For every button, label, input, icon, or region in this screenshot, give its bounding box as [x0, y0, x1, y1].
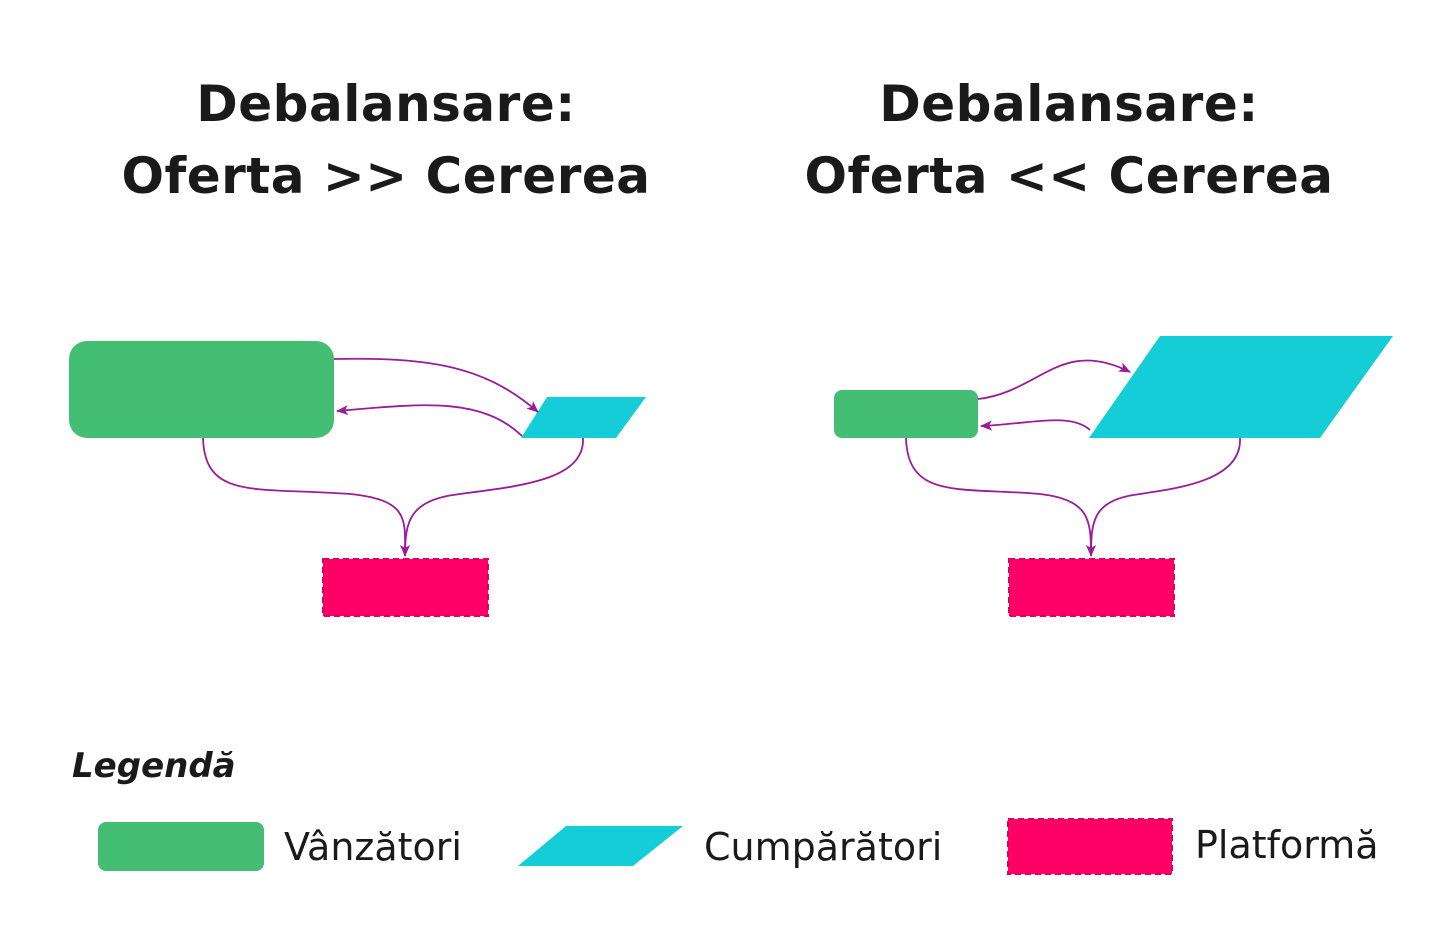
arrow-buyers-to-sellers-right	[980, 419, 1091, 431]
platform-box-left	[322, 558, 489, 617]
sellers-box-large	[69, 341, 334, 438]
panel-left-title-line1: Debalansare:	[196, 75, 576, 133]
sellers-box-small	[834, 390, 978, 438]
arrow-sellers-to-platform-left	[202, 437, 411, 557]
panel-right-diagram	[834, 336, 1393, 617]
legend-swatch-sellers	[98, 822, 264, 871]
legend-swatch-platform	[1007, 818, 1173, 875]
arrow-sellers-to-buyers-left	[333, 357, 539, 413]
panel-left-diagram	[69, 341, 646, 617]
arrow-buyers-to-platform-right	[1090, 437, 1241, 557]
panel-right-title: Debalansare: Oferta << Cererea	[789, 68, 1349, 212]
panel-left-title: Debalansare: Oferta >> Cererea	[106, 68, 666, 212]
panel-right-title-line1: Debalansare:	[879, 75, 1259, 133]
arrow-sellers-to-buyers-right	[977, 359, 1131, 400]
legend-label-sellers: Vânzători	[284, 825, 462, 869]
panel-right-title-line2: Oferta << Cererea	[804, 147, 1334, 205]
buyers-parallelogram-small	[521, 397, 646, 438]
legend-label-buyers: Cumpărători	[704, 825, 943, 869]
legend-swatch-buyers	[518, 826, 683, 866]
legend-swatches	[98, 818, 1173, 875]
legend-label-platform: Platformă	[1195, 823, 1379, 867]
arrow-sellers-to-platform-right	[905, 437, 1096, 557]
platform-box-right	[1008, 558, 1175, 617]
buyers-parallelogram-large	[1089, 336, 1393, 438]
legend-title: Legendă	[72, 746, 236, 786]
arrow-buyers-to-platform-left	[404, 437, 584, 557]
arrow-buyers-to-sellers-left	[336, 404, 523, 437]
panel-left-title-line2: Oferta >> Cererea	[121, 147, 651, 205]
